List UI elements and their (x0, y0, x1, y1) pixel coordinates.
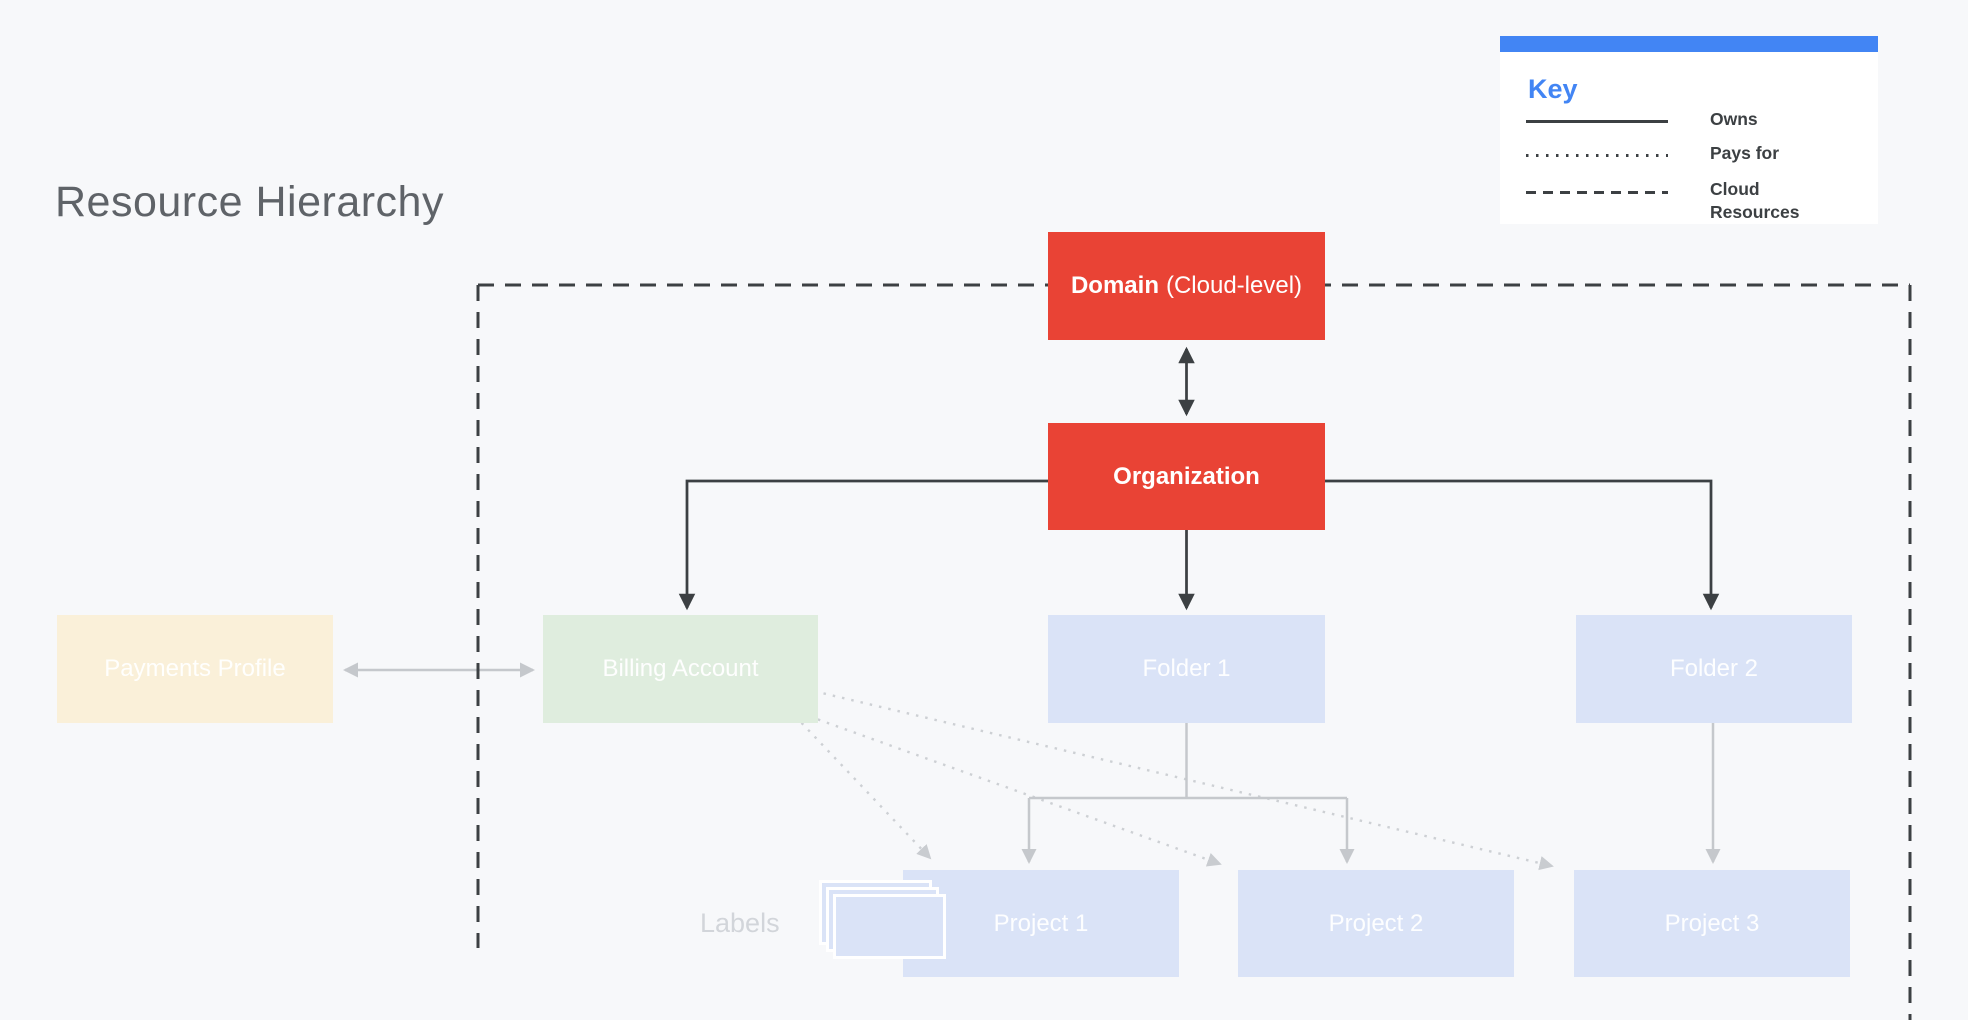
cloud-resources-line-sample (1526, 191, 1668, 194)
project2-node-label: Project 2 (1328, 909, 1424, 937)
labels-caption: Labels (700, 908, 780, 938)
organization-node: Organization (1048, 423, 1325, 530)
pays-for-line-sample (1526, 154, 1668, 157)
payments-profile-node: Payments Profile (57, 615, 333, 723)
pays-for-arrow-billing-to-project2 (799, 711, 1222, 867)
project3-node-label: Project 3 (1664, 909, 1760, 937)
pays-for-arrow-billing-to-project1 (794, 715, 932, 860)
organization-node-label: Organization (1113, 462, 1260, 490)
pays-for-label: Pays for (1710, 143, 1780, 163)
folder1-node-label: Folder 1 (1142, 655, 1231, 682)
owns-arrow-organization-to-billing-account (678, 479, 1048, 611)
project3-node: Project 3 (1574, 870, 1850, 977)
legend-heading: Key (1528, 74, 1578, 104)
payments-profile-node-label: Payments Profile (104, 655, 286, 682)
folder1-node: Folder 1 (1048, 615, 1325, 723)
billing-account-node-label: Billing Account (602, 655, 759, 682)
owns-arrow-organization-to-folder2 (1325, 479, 1720, 611)
cloud-resources-label: Cloud Resources (1710, 179, 1800, 222)
page-title: Resource Hierarchy (55, 178, 444, 226)
folder2-node-label: Folder 2 (1669, 655, 1759, 682)
domain-node-label-bold: Domain (1070, 272, 1159, 299)
labels-stack-icon (833, 894, 946, 959)
owns-line-sample (1526, 120, 1668, 123)
legend-card: Key Owns Pays for Cloud Resources (1500, 36, 1878, 224)
domain-node: Domain (Cloud-level) (1048, 232, 1325, 340)
project2-node: Project 2 (1238, 870, 1514, 977)
project1-node: Project 1 (903, 870, 1179, 977)
legend-top-bar (1500, 36, 1878, 52)
folder2-node: Folder 2 (1576, 615, 1852, 723)
domain-node-label-rest: (Cloud-level) (1165, 272, 1303, 299)
project1-node-label: Project 1 (993, 909, 1089, 937)
owns-label: Owns (1710, 109, 1758, 129)
billing-account-node: Billing Account (543, 615, 818, 723)
